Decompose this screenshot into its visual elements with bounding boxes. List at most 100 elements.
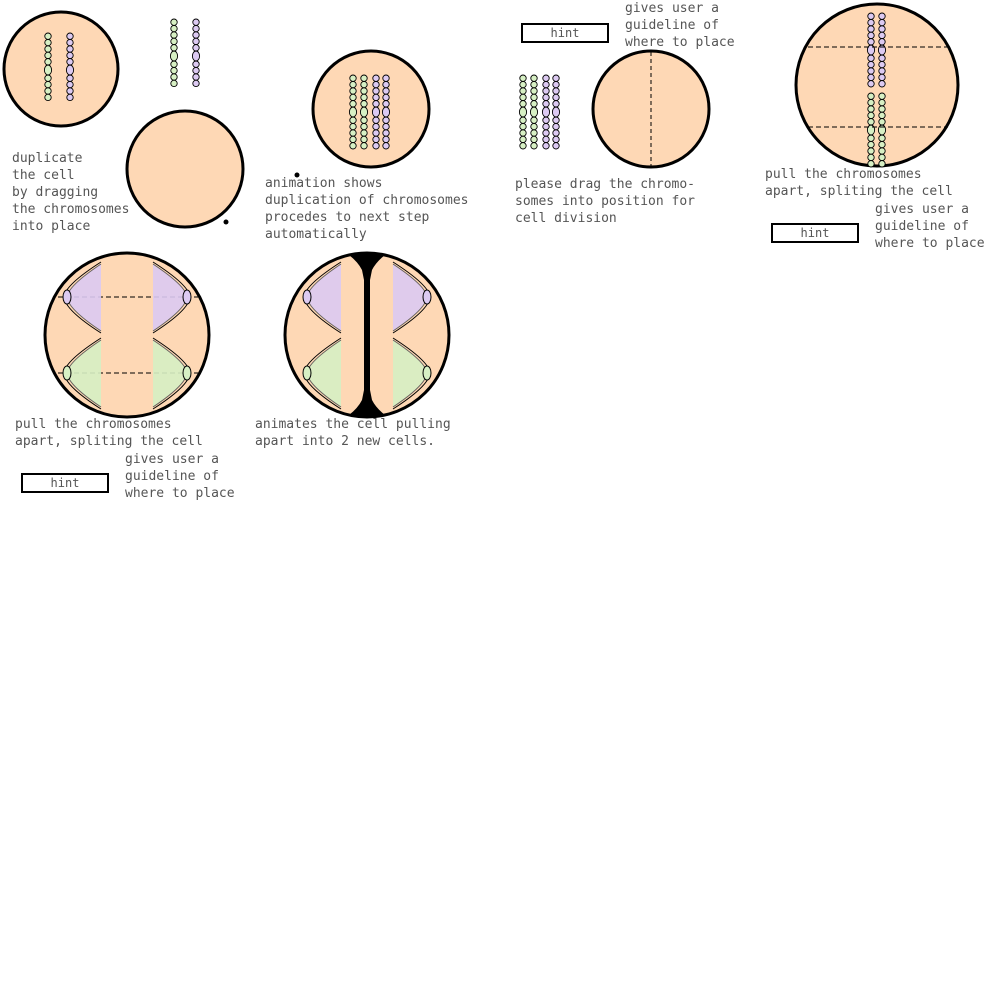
chromosome-arm-green-left[interactable] [62, 337, 102, 410]
chromosome-bead [65, 64, 75, 76]
draggable-chromosome-purple[interactable] [191, 18, 201, 88]
chromosome-bead [372, 87, 380, 95]
chromosome-arm-purple-left[interactable] [62, 261, 102, 334]
chromosome-bead [878, 160, 886, 168]
chromosome-bead [44, 32, 52, 40]
chromosome-bead [44, 93, 52, 102]
chromosome-bead [349, 142, 357, 150]
chromosome-bead [66, 32, 74, 40]
chromosome-bead [867, 153, 875, 162]
hint-button[interactable]: hint [21, 473, 109, 493]
chromosome-bead [552, 129, 560, 137]
chromosome-bead [66, 87, 74, 95]
chromosome-bead [382, 74, 390, 82]
chromosome-bead [372, 122, 380, 131]
chromosome-bead [170, 37, 178, 46]
hint-button[interactable]: hint [771, 223, 859, 243]
chromosome-bead [519, 74, 527, 82]
chromosome-bead [382, 80, 390, 89]
chromosome-bead [349, 80, 357, 89]
cell-step-4[interactable] [794, 2, 960, 168]
chromosome-bead [372, 74, 380, 82]
chromosome-purple [65, 32, 75, 102]
chromosome-bead [867, 140, 875, 149]
chromosome-arm-purple-left [302, 261, 342, 334]
cursor-dot [294, 172, 300, 178]
chromosome-bead [542, 93, 550, 102]
chromosome-bead [192, 73, 200, 81]
draggable-chromosome-purple[interactable] [541, 74, 551, 150]
chromosome-bead [170, 18, 178, 26]
cleavage-furrow [349, 253, 385, 417]
chromosome-bead [867, 134, 875, 142]
chromosome-bead [542, 116, 550, 124]
chromosome-bead [382, 122, 390, 131]
chromosome-bead [360, 93, 368, 102]
chromosome-bead [372, 93, 380, 102]
chromosome-bead [519, 93, 527, 102]
chromosome-bead [192, 44, 200, 52]
draggable-chromosome-green[interactable] [169, 18, 179, 88]
chromosome-bead [552, 116, 560, 124]
chromosome-bead [878, 60, 886, 69]
chromosome-arm-purple-right[interactable] [152, 261, 192, 334]
step-3-panel [518, 49, 711, 169]
chromosome-bead [542, 135, 550, 144]
chromosome-bead [519, 142, 527, 150]
chromosome-bead [867, 38, 875, 46]
chromosome-bead [66, 80, 74, 89]
chromosome-green [43, 32, 53, 102]
step-3-caption: please drag the chromo- somes into posit… [515, 177, 696, 226]
chromosome-bead [44, 51, 52, 60]
chromosome-bead [867, 105, 875, 113]
chromosome-bead [191, 50, 201, 62]
chromosome-arm-green-right[interactable] [152, 337, 192, 410]
chromosome-bead [867, 73, 875, 82]
step-6-panel [283, 251, 451, 419]
chromosome-bead [542, 142, 550, 150]
chromosome-bead [349, 74, 357, 82]
chromosome-bead [552, 100, 560, 108]
step-1-caption: duplicate the cell by dragging the chrom… [12, 151, 130, 234]
cell-step-5[interactable] [43, 251, 211, 419]
chromosome-green[interactable] [877, 92, 887, 168]
chromosome-bead [878, 12, 886, 20]
chromosome-bead [519, 87, 527, 95]
chromosome-purple[interactable] [877, 12, 887, 88]
hint-button[interactable]: hint [521, 23, 609, 43]
chromosome-bead [529, 106, 539, 118]
chromosome-bead [867, 147, 875, 155]
hint-note: gives user a guideline of where to place [125, 452, 235, 501]
draggable-chromosome-green[interactable] [518, 74, 528, 150]
chromosome-purple[interactable] [866, 12, 876, 88]
chromosome-bead [170, 73, 178, 81]
chromosome-bead [530, 80, 538, 89]
chromosome-bead [372, 142, 380, 150]
hint-note: gives user a guideline of where to place [875, 202, 985, 251]
chromosome-bead [192, 18, 200, 26]
chromosome-bead [530, 142, 538, 150]
chromosome-bead [867, 18, 875, 27]
chromosome-bead [867, 80, 875, 88]
step-1-panel [2, 10, 245, 229]
chromosome-bead [552, 93, 560, 102]
chromosome-bead [170, 31, 178, 39]
chromosome-bead [867, 25, 875, 33]
chromosome-bead [192, 31, 200, 39]
chromosome-bead [44, 80, 52, 89]
chromosome-bead [541, 106, 551, 118]
draggable-chromosome-purple[interactable] [551, 74, 561, 150]
step-2-caption: animation shows duplication of chromosom… [265, 176, 469, 242]
step-5-caption: pull the chromosomes apart, spliting the… [15, 417, 203, 449]
chromosome-bead [552, 142, 560, 150]
chromosome-green[interactable] [866, 92, 876, 168]
chromosome-bead [66, 45, 74, 53]
chromosome-arm-purple-right [392, 261, 432, 334]
chromosome-bead [170, 66, 178, 75]
chromosome-bead [349, 100, 357, 108]
draggable-chromosome-green[interactable] [529, 74, 539, 150]
chromosome-bead [530, 100, 538, 108]
chromosome-bead [878, 31, 886, 40]
target-cell-step-1[interactable] [125, 109, 245, 229]
chromosome-bead [867, 111, 875, 120]
